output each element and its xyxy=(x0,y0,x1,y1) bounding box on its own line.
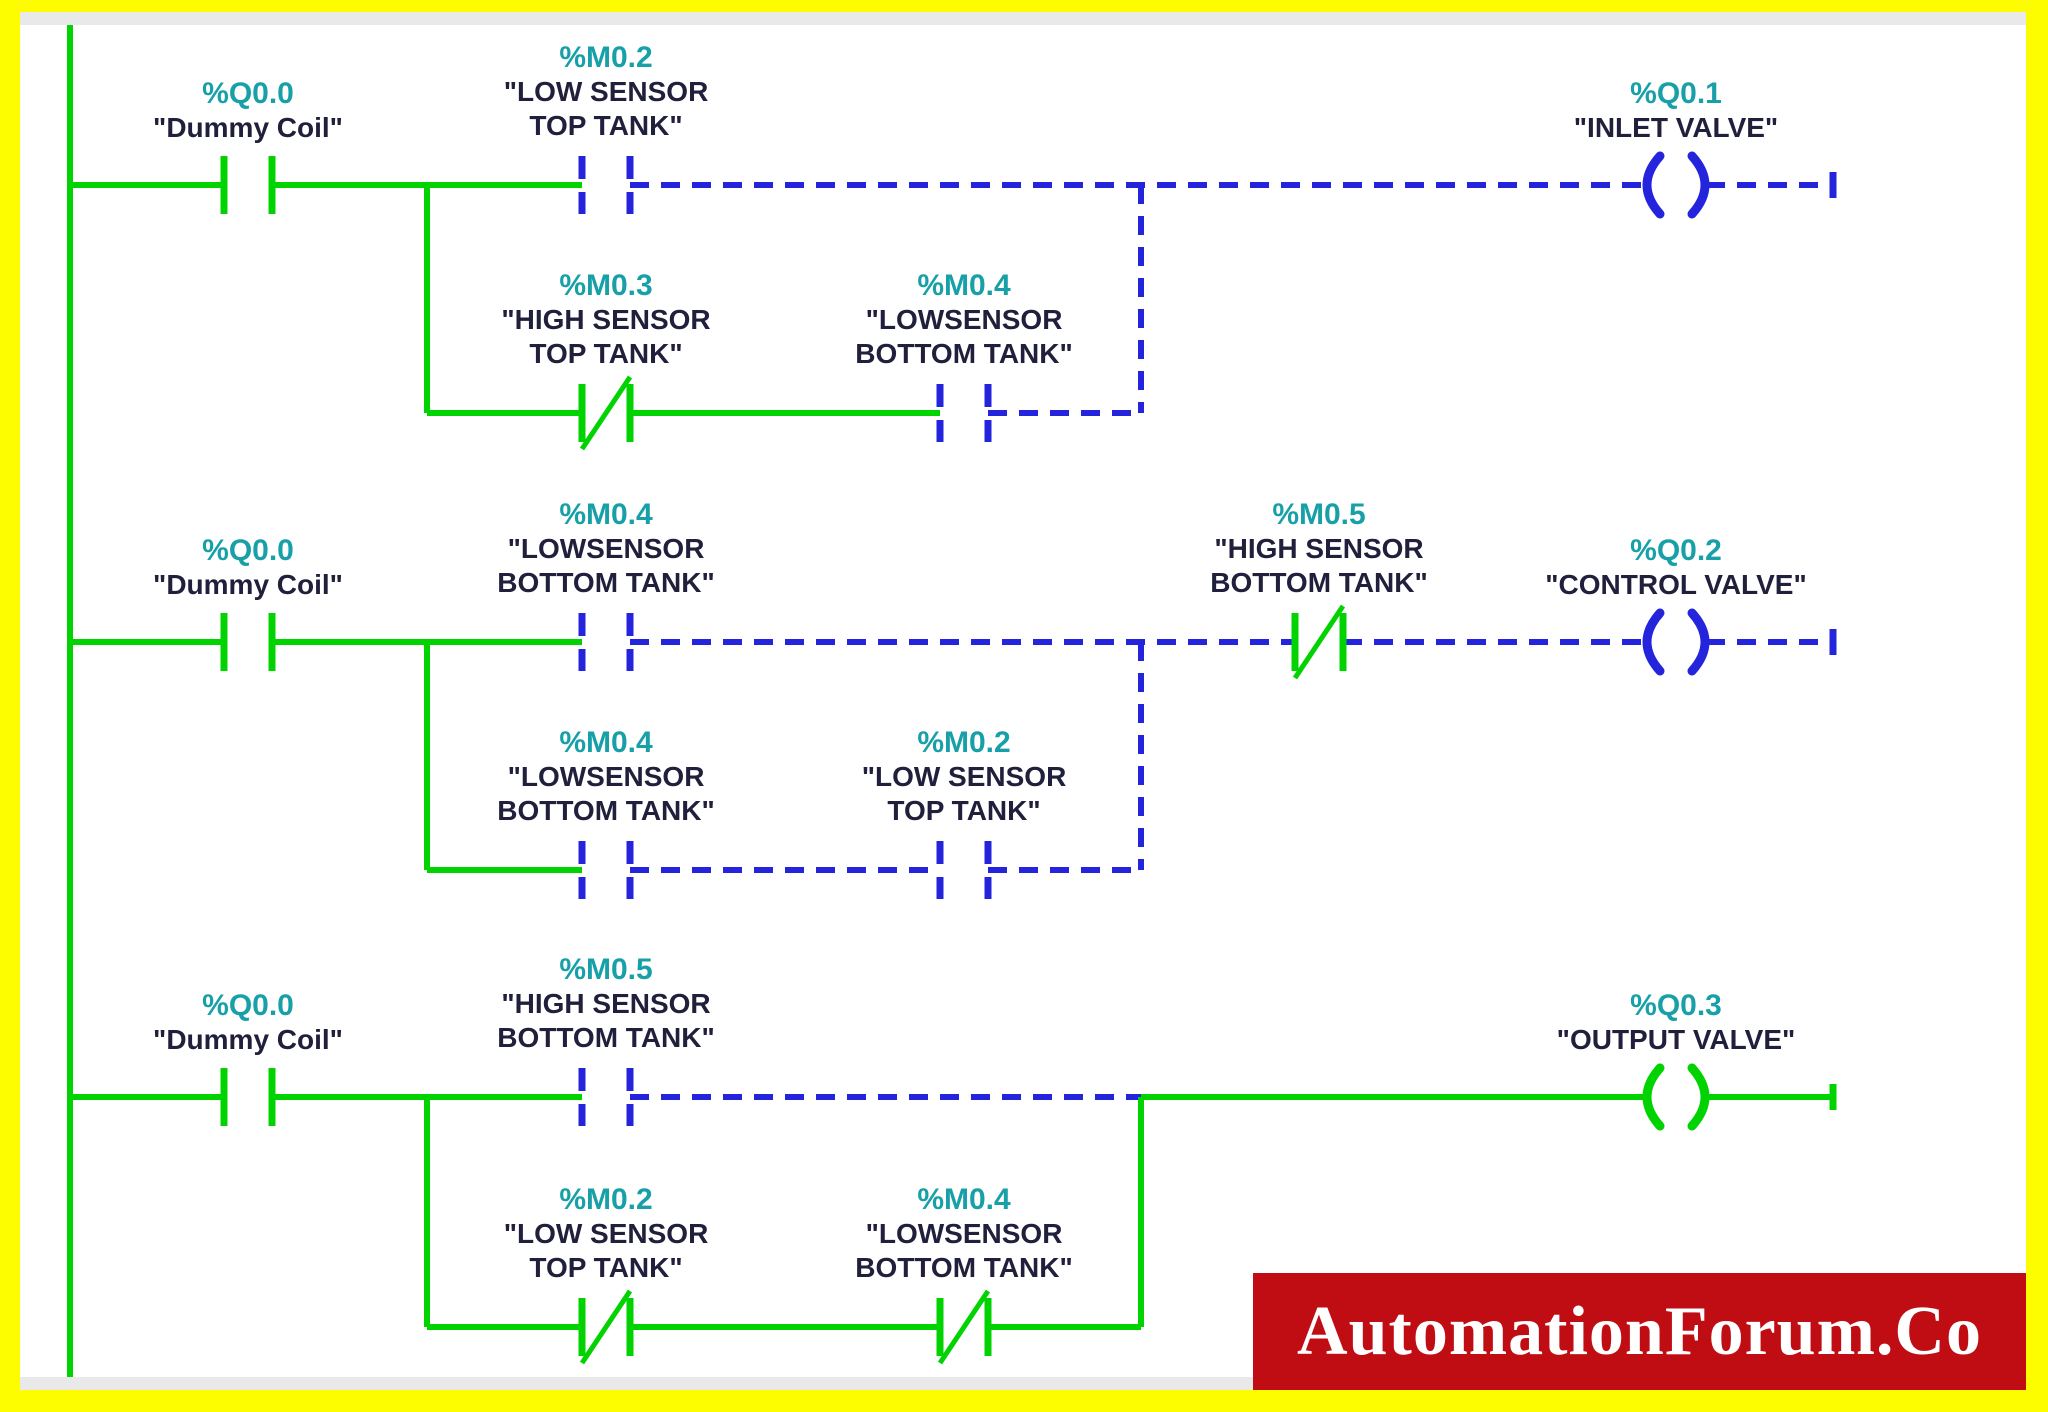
nc-slash xyxy=(937,1289,991,1365)
contact-address[interactable]: %M0.4 xyxy=(559,726,653,759)
rung-3: %Q0.0"Dummy Coil"%M0.5"HIGH SENSORBOTTOM… xyxy=(70,953,1837,1365)
output-coil[interactable]: %Q0.1"INLET VALVE" xyxy=(1574,77,1778,219)
contact-name[interactable]: TOP TANK" xyxy=(887,795,1040,826)
contact-address[interactable]: %M0.5 xyxy=(559,953,652,986)
contact-address[interactable]: %M0.2 xyxy=(917,726,1010,759)
contact-name[interactable]: "LOWSENSOR xyxy=(866,304,1063,335)
yellow-frame-left xyxy=(0,0,20,1412)
editor-top-strip xyxy=(20,12,2026,25)
coil-name[interactable]: "OUTPUT VALVE" xyxy=(1557,1024,1796,1055)
contact-address[interactable]: %M0.4 xyxy=(917,1183,1011,1216)
contact-name[interactable]: "LOWSENSOR xyxy=(508,761,705,792)
contact-name[interactable]: "LOWSENSOR xyxy=(866,1218,1063,1249)
contact-name[interactable]: BOTTOM TANK" xyxy=(855,338,1073,369)
contact-name[interactable]: TOP TANK" xyxy=(529,110,682,141)
contact-name[interactable]: "Dummy Coil" xyxy=(153,569,343,600)
contact-address[interactable]: %Q0.0 xyxy=(202,77,294,110)
contact-address[interactable]: %M0.4 xyxy=(559,498,653,531)
no-contact[interactable]: %Q0.0"Dummy Coil" xyxy=(153,77,343,214)
watermark-banner: AutomationForum.Co xyxy=(1253,1273,2026,1390)
watermark-text: AutomationForum.Co xyxy=(1297,1292,1982,1370)
contact-name[interactable]: BOTTOM TANK" xyxy=(1210,567,1428,598)
coil-paren-left xyxy=(1642,1063,1665,1131)
output-coil[interactable]: %Q0.2"CONTROL VALVE" xyxy=(1545,534,1807,676)
no-contact[interactable]: %Q0.0"Dummy Coil" xyxy=(153,989,343,1126)
no-contact[interactable]: %Q0.0"Dummy Coil" xyxy=(153,534,343,671)
contact-name[interactable]: "HIGH SENSOR xyxy=(1214,533,1423,564)
coil-paren-right xyxy=(1687,151,1710,219)
contact-address[interactable]: %M0.3 xyxy=(559,269,652,302)
coil-address[interactable]: %Q0.3 xyxy=(1630,989,1722,1022)
contact-address[interactable]: %Q0.0 xyxy=(202,534,294,567)
contact-address[interactable]: %M0.2 xyxy=(559,1183,652,1216)
coil-name[interactable]: "CONTROL VALVE" xyxy=(1545,569,1806,600)
coil-address[interactable]: %Q0.1 xyxy=(1630,77,1722,110)
output-coil[interactable]: %Q0.3"OUTPUT VALVE" xyxy=(1557,989,1796,1131)
contact-address[interactable]: %M0.2 xyxy=(559,41,652,74)
coil-address[interactable]: %Q0.2 xyxy=(1630,534,1722,567)
nc-slash xyxy=(579,375,633,451)
contact-name[interactable]: BOTTOM TANK" xyxy=(497,567,715,598)
contact-name[interactable]: "LOWSENSOR xyxy=(508,533,705,564)
coil-name[interactable]: "INLET VALVE" xyxy=(1574,112,1778,143)
contact-name[interactable]: BOTTOM TANK" xyxy=(855,1252,1073,1283)
contact-address[interactable]: %M0.5 xyxy=(1272,498,1365,531)
yellow-frame-top xyxy=(0,0,2048,12)
contact-name[interactable]: BOTTOM TANK" xyxy=(497,795,715,826)
coil-paren-left xyxy=(1642,151,1665,219)
contact-name[interactable]: "Dummy Coil" xyxy=(153,112,343,143)
nc-slash xyxy=(1292,604,1346,680)
nc-slash xyxy=(579,1289,633,1365)
contact-name[interactable]: "HIGH SENSOR xyxy=(501,304,710,335)
contact-name[interactable]: "LOW SENSOR xyxy=(504,76,709,107)
contact-name[interactable]: TOP TANK" xyxy=(529,338,682,369)
contact-name[interactable]: "LOW SENSOR xyxy=(862,761,1067,792)
contact-name[interactable]: "Dummy Coil" xyxy=(153,1024,343,1055)
yellow-frame-bottom xyxy=(0,1390,2048,1412)
coil-paren-right xyxy=(1687,608,1710,676)
contact-name[interactable]: "LOW SENSOR xyxy=(504,1218,709,1249)
coil-paren-right xyxy=(1687,1063,1710,1131)
contact-name[interactable]: TOP TANK" xyxy=(529,1252,682,1283)
contact-name[interactable]: BOTTOM TANK" xyxy=(497,1022,715,1053)
coil-paren-left xyxy=(1642,608,1665,676)
contact-address[interactable]: %M0.4 xyxy=(917,269,1011,302)
contact-name[interactable]: "HIGH SENSOR xyxy=(501,988,710,1019)
yellow-frame-right xyxy=(2026,0,2048,1412)
contact-address[interactable]: %Q0.0 xyxy=(202,989,294,1022)
